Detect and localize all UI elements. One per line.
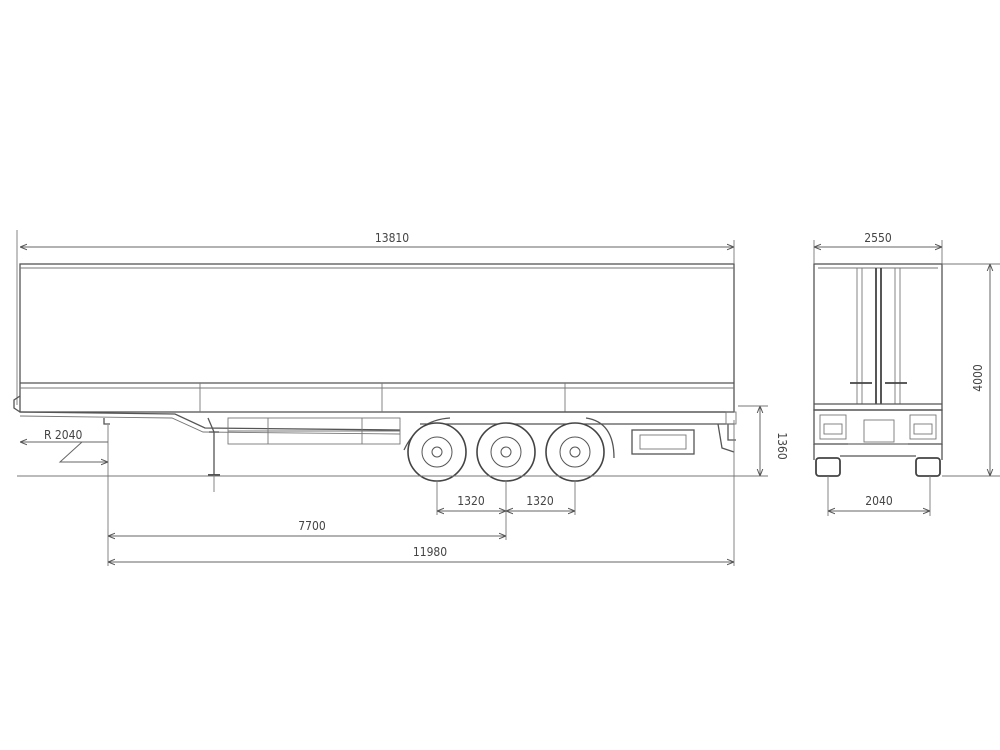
kingpin-to-axle-label: 7700 (298, 519, 326, 533)
overall-height-label: 4000 (971, 364, 985, 392)
rear-wheel-left (815, 457, 841, 477)
tool-box (631, 429, 695, 455)
track-width-label: 2040 (865, 494, 893, 508)
wheel-2 (476, 422, 536, 482)
overall-length-label: 13810 (375, 231, 409, 245)
rear-wheel-right (915, 457, 941, 477)
overall-width-label: 2550 (864, 231, 892, 245)
turn-radius-label: R 2040 (44, 428, 83, 442)
curtain-body (19, 263, 735, 413)
kingpin-to-rear-label: 11980 (413, 545, 447, 559)
rear-view: 2550 4000 2040 (813, 231, 1000, 516)
landing-gear (207, 417, 220, 492)
rear-body (813, 263, 943, 411)
chassis (19, 411, 401, 431)
axle-spacing-1-label: 1320 (457, 494, 485, 508)
axle-spacing-2-label: 1320 (526, 494, 554, 508)
coupling-height-label: 1360 (775, 432, 789, 460)
wheel-3 (545, 422, 605, 482)
wheel-1 (407, 422, 467, 482)
side-view: 13810 R 2040 1360 1320 1320 7700 11980 (13, 230, 789, 566)
